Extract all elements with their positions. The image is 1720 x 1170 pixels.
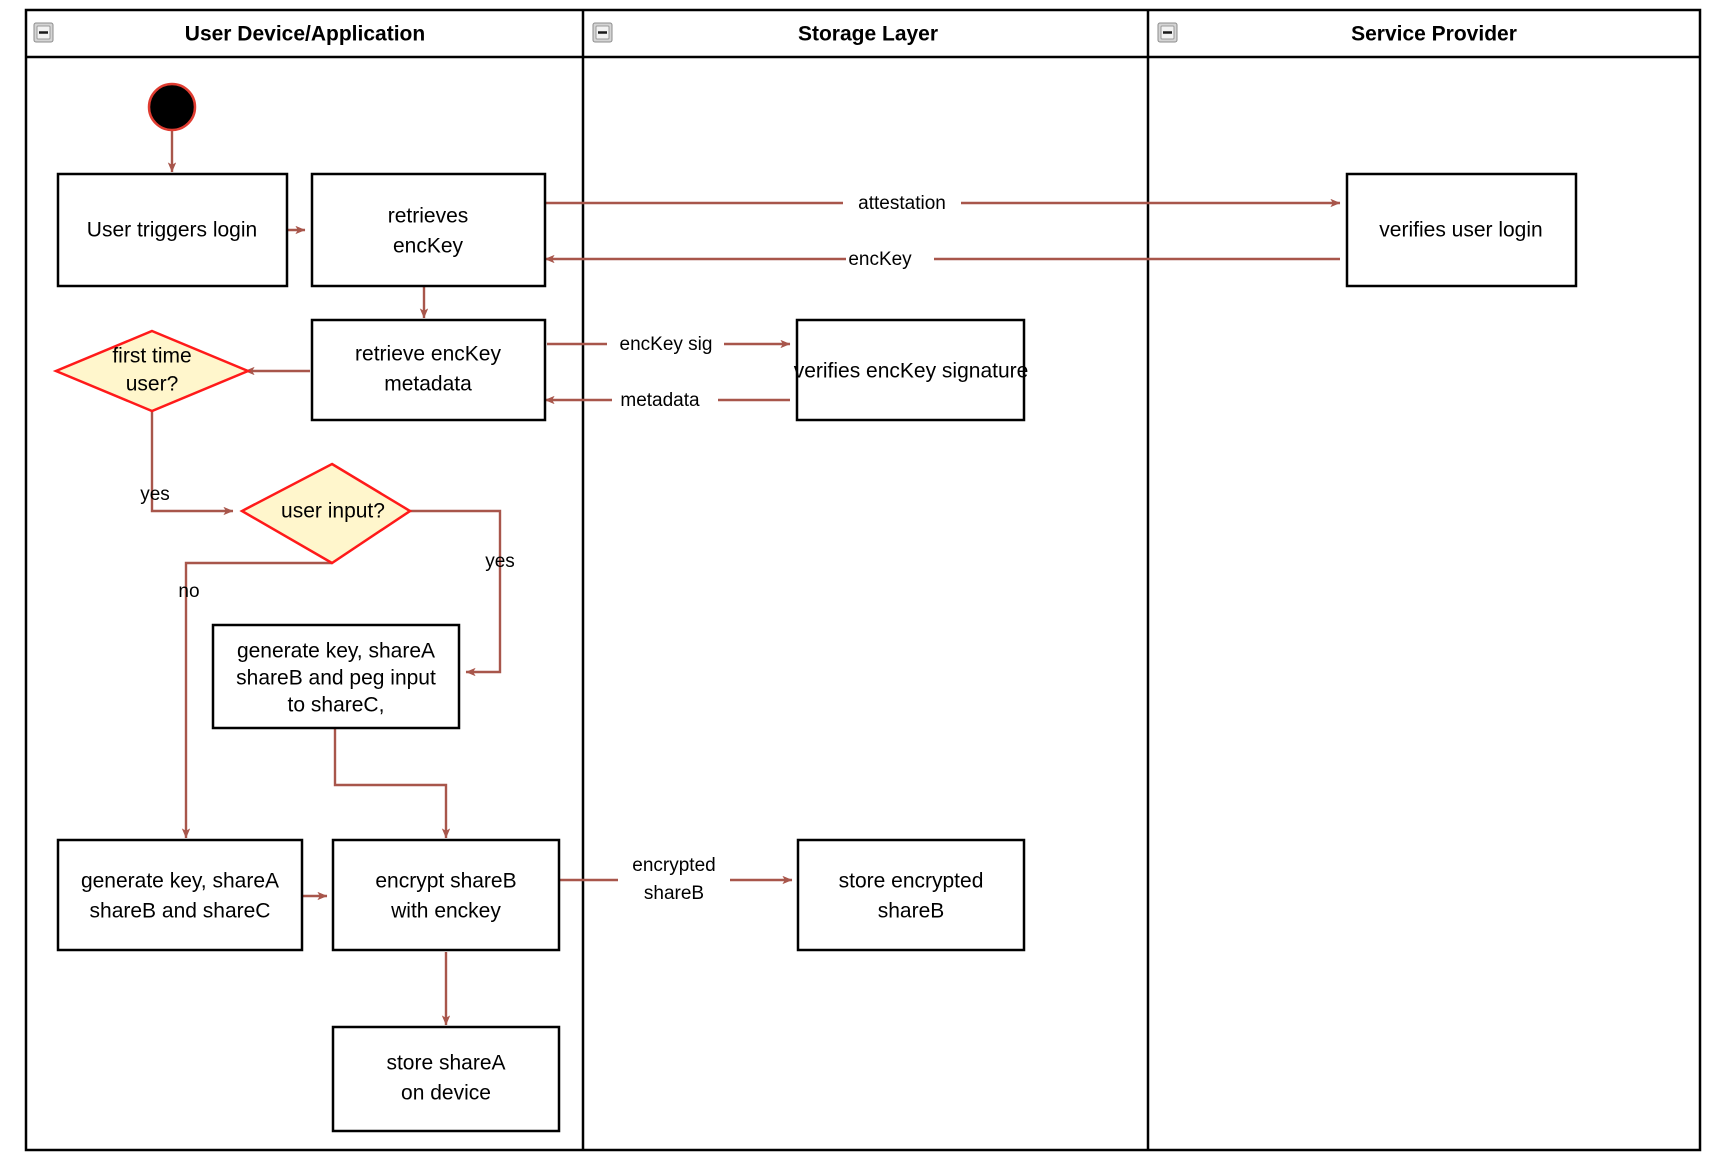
lane-header-service-provider[interactable]: Service Provider	[1157, 22, 1517, 46]
edge-label-encrypted-line2: shareB	[644, 883, 704, 904]
decision-label-line1: first time	[112, 345, 191, 368]
minus-icon[interactable]	[33, 22, 54, 43]
activity-label-line2: with enckey	[390, 900, 501, 923]
activity-label-line2: metadata	[384, 373, 472, 396]
edge-userinput-no	[181, 561, 332, 839]
activity-label-line2: shareB and peg input	[236, 667, 436, 690]
edge-label-attestation: attestation	[858, 193, 946, 214]
edge-label-enckey-sig: encKey sig	[620, 334, 713, 355]
activity-node-retrieves-enckey[interactable]: retrieves encKey	[310, 172, 547, 288]
lane-header-storage-layer[interactable]: Storage Layer	[592, 22, 938, 46]
decision-node-user-input[interactable]: user input?	[239, 462, 413, 565]
activity-node-store-sharea-on-device[interactable]: store shareA on device	[331, 1025, 561, 1133]
edge-label-encrypted-line1: encrypted	[632, 855, 715, 876]
initial-node[interactable]	[147, 82, 197, 132]
activity-label-line2: shareB	[878, 900, 945, 923]
guard-label-no-user-input: no	[178, 581, 199, 602]
activity-label-line1: encrypt shareB	[375, 870, 516, 893]
activity-node-user-triggers-login[interactable]: User triggers login	[56, 172, 289, 288]
edge-label-enckey: encKey	[848, 249, 912, 270]
guard-label-yes-user-input: yes	[485, 551, 515, 572]
activity-label-line1: generate key, shareA	[237, 640, 435, 663]
edge-label-metadata: metadata	[620, 390, 700, 411]
activity-label: verifies encKey signature	[794, 360, 1029, 383]
activity-label-line1: store encrypted	[839, 870, 984, 893]
minus-icon[interactable]	[1157, 22, 1178, 43]
activity-label-line2: on device	[401, 1082, 491, 1105]
decision-label: user input?	[281, 500, 385, 523]
activity-node-verifies-enckey-signature[interactable]: verifies encKey signature	[794, 318, 1029, 422]
activity-label-line3: to shareC,	[288, 694, 385, 717]
activity-node-store-encrypted-shareb[interactable]: store encrypted shareB	[796, 838, 1026, 952]
lane-title-storage-layer: Storage Layer	[798, 23, 938, 46]
activity-label-line2: shareB and shareC	[90, 900, 271, 923]
activity-label-line2: encKey	[393, 235, 464, 258]
activity-node-retrieve-enckey-metadata[interactable]: retrieve encKey metadata	[310, 318, 547, 422]
activity-node-generate-peg-input[interactable]: generate key, shareA shareB and peg inpu…	[211, 623, 461, 730]
guard-label-yes-first-time: yes	[140, 484, 170, 505]
activity-node-generate-key-shares[interactable]: generate key, shareA shareB and shareC	[56, 838, 304, 952]
edge-firsttime-yes	[150, 411, 234, 516]
activity-label-line1: retrieve encKey	[355, 343, 501, 366]
edge-userinput-yes	[409, 509, 502, 677]
lane-title-service-provider: Service Provider	[1351, 23, 1517, 46]
activity-label-line1: store shareA	[386, 1052, 505, 1075]
decision-label-line2: user?	[126, 373, 179, 396]
edge-labels: attestation encKey encKey sig metadata y…	[140, 189, 961, 908]
minus-icon[interactable]	[592, 22, 613, 43]
activity-node-verifies-user-login[interactable]: verifies user login	[1345, 172, 1578, 288]
lane-header-user-device[interactable]: User Device/Application	[33, 22, 425, 46]
lane-title-user-device: User Device/Application	[185, 23, 425, 46]
activity-label-line1: retrieves	[388, 205, 469, 228]
activity-label-line1: generate key, shareA	[81, 870, 279, 893]
activity-label: User triggers login	[87, 219, 257, 242]
edge-peg-to-encrypt	[333, 728, 451, 839]
activity-node-encrypt-shareb[interactable]: encrypt shareB with enckey	[331, 838, 561, 952]
activity-label: verifies user login	[1379, 219, 1542, 242]
decision-node-first-time-user[interactable]: first time user?	[52, 329, 252, 413]
